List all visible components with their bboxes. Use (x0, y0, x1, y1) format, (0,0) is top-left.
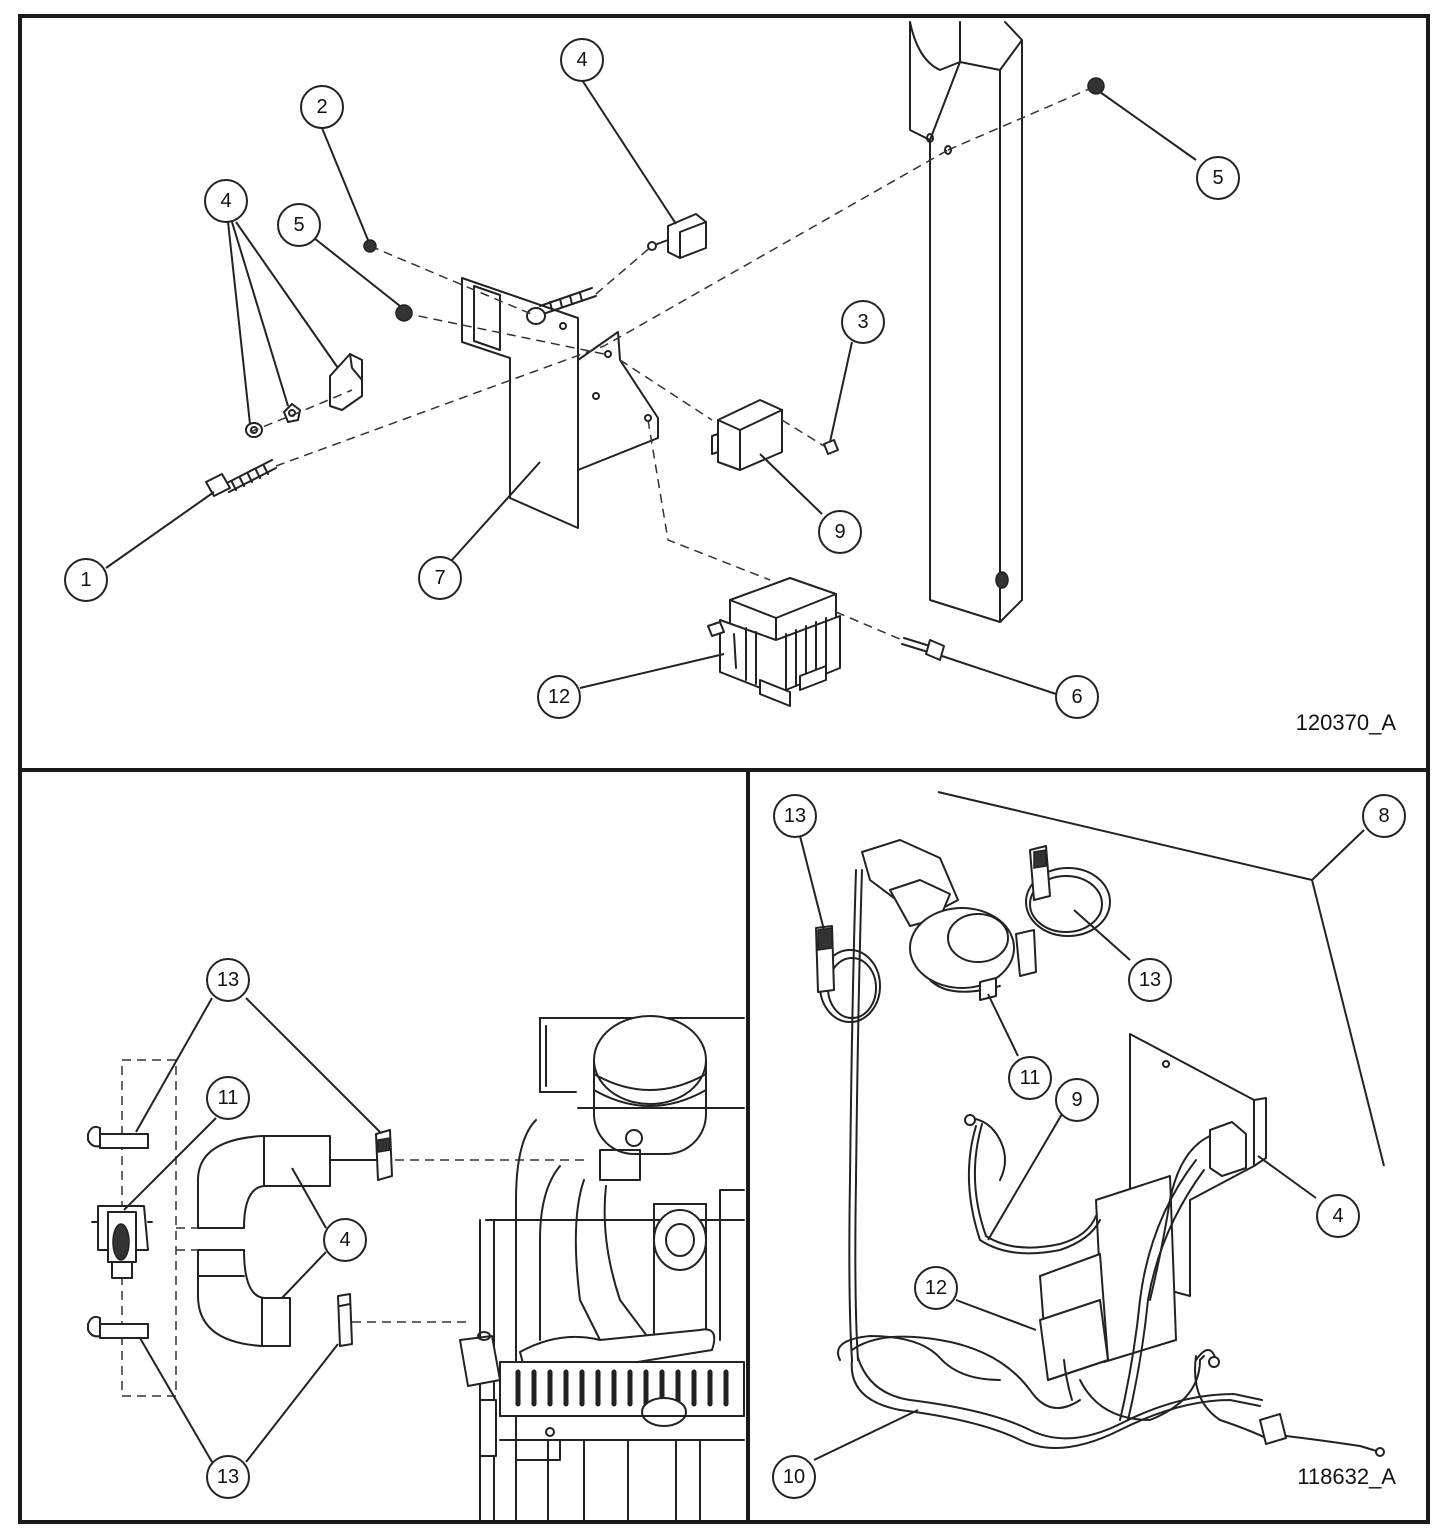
harness-controller (1039, 1175, 1177, 1381)
callout-top-5a: 5 (277, 203, 321, 247)
hose-clamp-right-lower (337, 1293, 353, 1347)
svg-text:13: 13 (217, 969, 239, 991)
hose-clamp-right-a (1025, 845, 1111, 937)
hose-clamp-upper (87, 1125, 149, 1149)
svg-text:6: 6 (1071, 686, 1082, 708)
hose-clamp-lower (87, 1315, 149, 1339)
svg-text:4: 4 (1332, 1205, 1343, 1227)
svg-text:5: 5 (293, 214, 304, 236)
callout-top-1: 1 (64, 558, 108, 602)
callout-br-8: 8 (1362, 794, 1406, 838)
bolt-short (901, 637, 945, 661)
callout-br-13b: 13 (1128, 958, 1172, 1002)
callout-br-11: 11 (1008, 1056, 1052, 1100)
svg-text:13: 13 (1139, 969, 1161, 991)
callout-top-12: 12 (537, 675, 581, 719)
upright-column (909, 21, 1023, 623)
svg-text:11: 11 (1020, 1067, 1041, 1089)
electronic-controller (707, 577, 841, 707)
svg-text:9: 9 (834, 521, 845, 543)
svg-text:2: 2 (316, 96, 327, 118)
svg-text:10: 10 (783, 1466, 805, 1488)
elbow-hose-upper (197, 1135, 381, 1229)
callout-bl-13b: 13 (206, 1455, 250, 1499)
svg-text:13: 13 (217, 1466, 239, 1488)
svg-text:4: 4 (220, 190, 231, 212)
lock-nut-upper (1087, 77, 1105, 95)
leaders-bottom-right (799, 835, 1317, 1461)
bottom-left-panel: 13 11 4 4 13 (87, 958, 745, 1521)
airflow-sensor-assembly (861, 839, 1037, 1001)
svg-text:1: 1 (80, 569, 91, 591)
callout-bl-4a: 4 (323, 1218, 367, 1262)
svg-text:13: 13 (784, 805, 806, 827)
callout-br-12: 12 (914, 1266, 958, 1310)
callout-top-9: 9 (818, 510, 862, 554)
callout-br-9: 9 (1055, 1078, 1099, 1122)
callout-top-4a: 4 (560, 38, 604, 82)
svg-text:3: 3 (857, 311, 868, 333)
svg-text:4: 4 (339, 1229, 350, 1251)
control-module (711, 399, 783, 471)
svg-text:4: 4 (576, 49, 587, 71)
callout-br-10: 10 (772, 1455, 816, 1499)
callout-bl-13a: 13 (206, 958, 250, 1002)
long-bolt (205, 459, 277, 497)
bottom-right-panel: 13 8 13 11 9 4 12 10 118632_A (772, 791, 1406, 1499)
callout-br-4: 4 (1316, 1194, 1360, 1238)
callout-br-13a: 13 (773, 794, 817, 838)
callout-top-3: 3 (841, 300, 885, 344)
svg-text:12: 12 (925, 1277, 947, 1299)
leaders-bottom-left (123, 997, 381, 1463)
callout-top-2: 2 (300, 85, 344, 129)
toggle-switch (647, 213, 707, 259)
svg-text:12: 12 (548, 686, 570, 708)
svg-text:8: 8 (1378, 805, 1389, 827)
hose-clamp-right-upper (375, 1129, 393, 1181)
top-panel: 4 2 5 4 5 3 1 7 9 12 6 120370_A (64, 21, 1397, 735)
heater-assembly (459, 1015, 745, 1521)
assembly-lines-bottom-left (121, 1059, 590, 1397)
svg-text:5: 5 (1212, 167, 1223, 189)
assembly-lines-top (249, 85, 1097, 641)
elbow-hose-lower (197, 1249, 291, 1347)
airflow-sensor (91, 1205, 153, 1279)
svg-text:11: 11 (218, 1087, 239, 1109)
hose-clamp-right-b (815, 925, 881, 1023)
washer-and-nut (245, 403, 301, 438)
diagram-frames (18, 14, 1430, 1524)
leaders-top (105, 79, 1197, 695)
callout-top-5b: 5 (1196, 156, 1240, 200)
wire-harness (837, 869, 1385, 1457)
drawing-number-bottom: 118632_A (1297, 1464, 1396, 1489)
callout-top-7: 7 (418, 556, 462, 600)
svg-text:9: 9 (1071, 1089, 1082, 1111)
mounting-bracket (461, 277, 659, 529)
drawing-number-top: 120370_A (1296, 710, 1397, 735)
callout-bl-11: 11 (206, 1076, 250, 1120)
callout-top-4b: 4 (204, 179, 248, 223)
callout-top-6: 6 (1055, 675, 1099, 719)
svg-text:7: 7 (434, 567, 445, 589)
